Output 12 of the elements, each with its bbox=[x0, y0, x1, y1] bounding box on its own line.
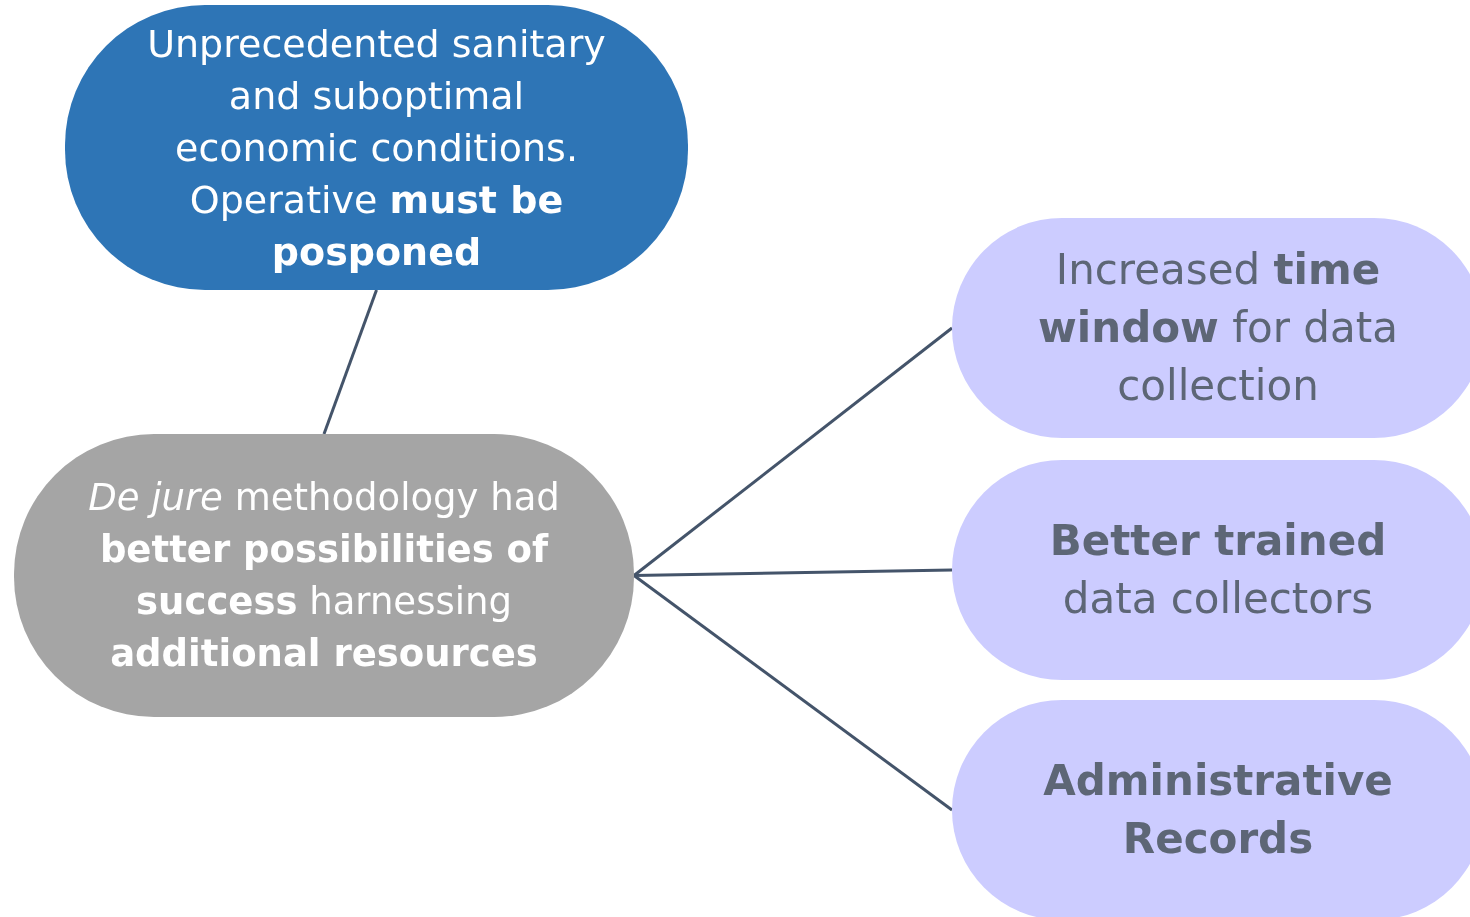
connector-line bbox=[633, 326, 953, 577]
node-text: Unprecedented sanitary and suboptimal economic conditions. Operative must be posponed bbox=[146, 20, 607, 276]
resource-node bbox=[952, 218, 1470, 438]
resource-node bbox=[952, 460, 1470, 680]
node-text: Better trained data collectors bbox=[1048, 515, 1388, 625]
node-text: De jure methodology had better possibilities of success harnessing additional resources bbox=[87, 474, 561, 677]
resource-node bbox=[952, 700, 1470, 917]
connector-line bbox=[633, 568, 953, 577]
connector-line bbox=[633, 574, 953, 812]
connector-line bbox=[322, 289, 378, 435]
node-text: Administrative Records bbox=[1042, 755, 1394, 865]
node-text: Increased time window for data collection bbox=[1037, 244, 1399, 412]
